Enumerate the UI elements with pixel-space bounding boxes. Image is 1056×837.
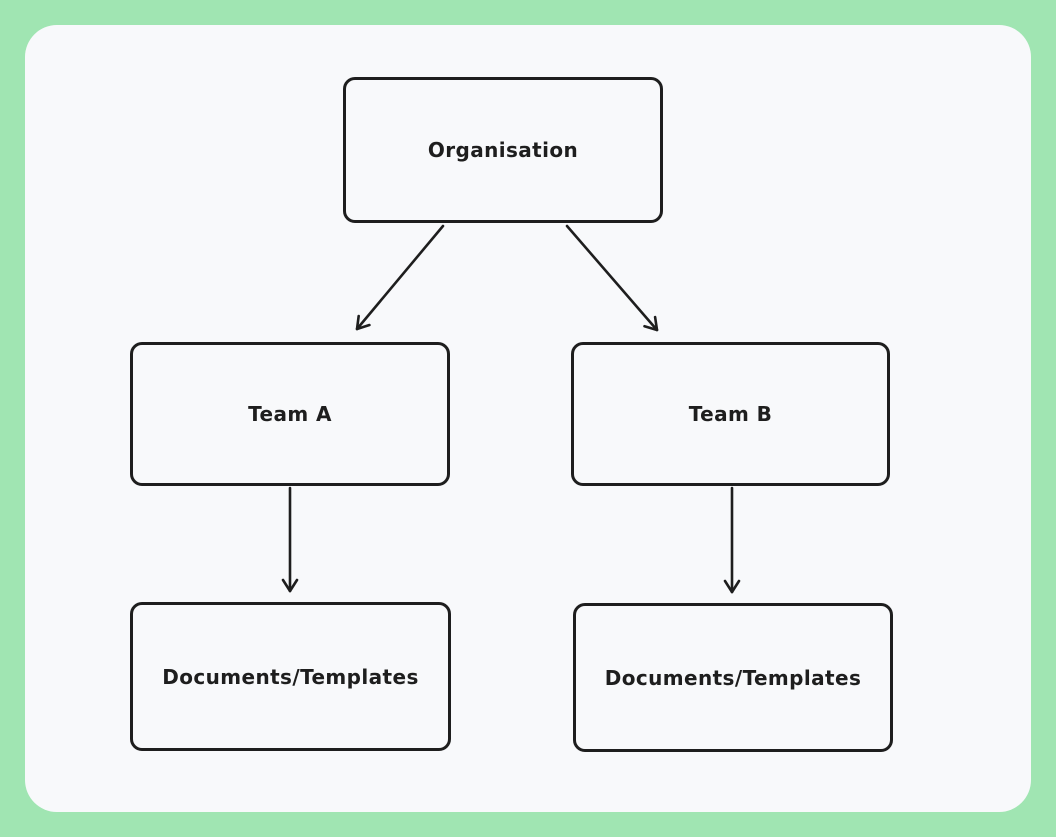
- node-documents-templates-b: Documents/Templates: [573, 603, 893, 752]
- node-team-a-label: Team A: [248, 402, 332, 426]
- node-team-a: Team A: [130, 342, 450, 486]
- node-team-b-label: Team B: [688, 402, 773, 426]
- node-documents-templates-a: Documents/Templates: [130, 602, 451, 751]
- node-documents-templates-a-label: Documents/Templates: [162, 664, 419, 689]
- diagram-canvas: [25, 25, 1031, 812]
- node-documents-templates-b-label: Documents/Templates: [604, 665, 862, 690]
- node-team-b: Team B: [571, 342, 890, 486]
- node-organisation: Organisation: [343, 77, 663, 223]
- node-organisation-label: Organisation: [427, 138, 579, 162]
